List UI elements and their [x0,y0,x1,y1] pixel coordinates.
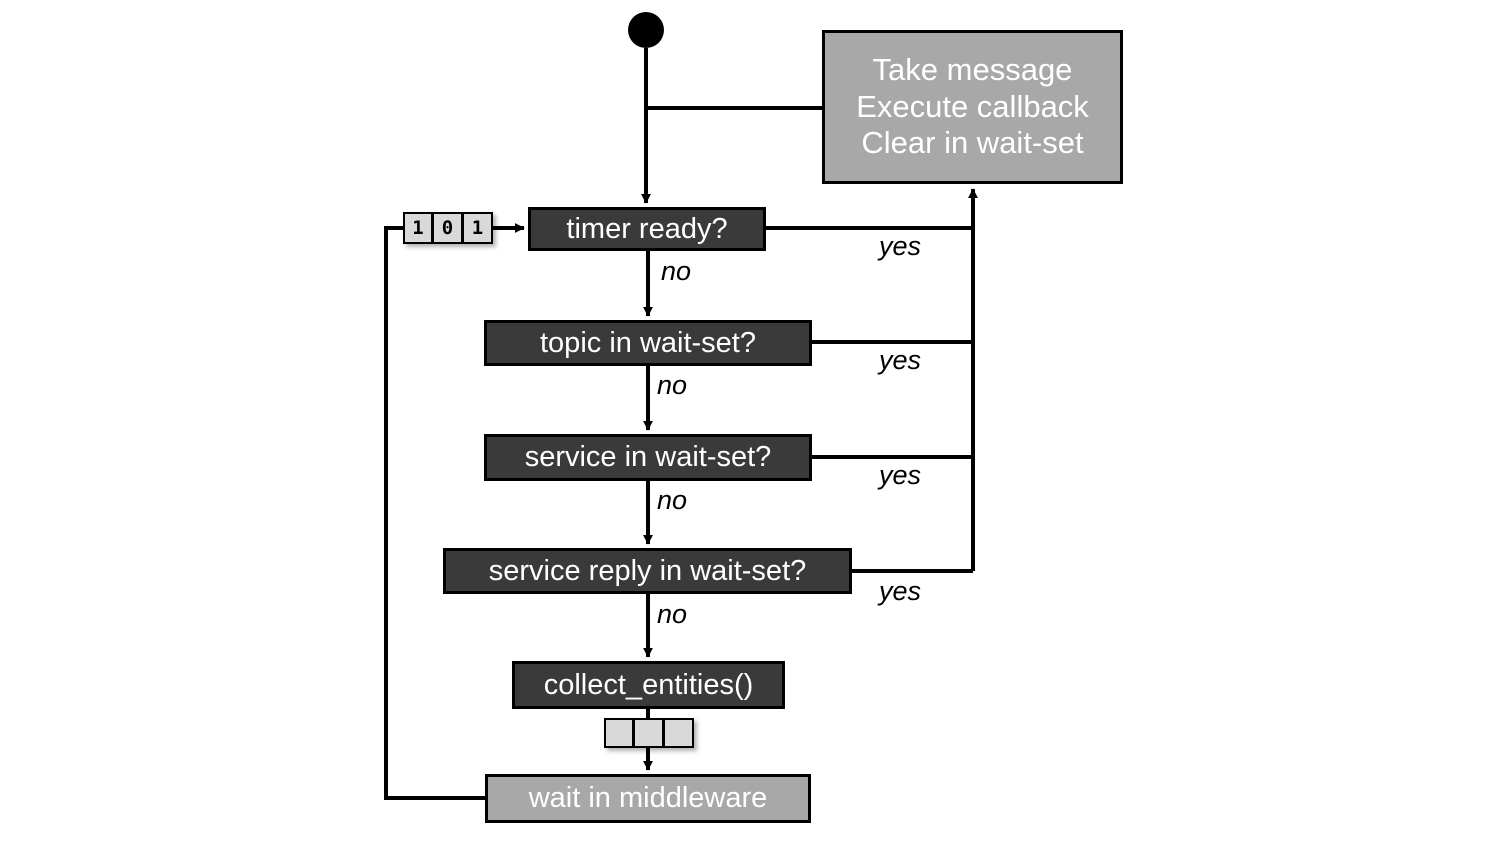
node-wait-in-middleware[interactable]: wait in middleware [485,774,811,823]
node-collect-entities[interactable]: collect_entities() [512,661,785,709]
node-topic-in-wait-set[interactable]: topic in wait-set? [484,320,812,366]
node-topic-in-wait-set-label: topic in wait-set? [540,326,756,359]
edge-label-timer-no: no [661,256,692,286]
waitset-filled-cell-0[interactable]: 1 [403,212,433,244]
edge-label-service-no: no [657,485,688,515]
waitset-empty-cell-0[interactable] [604,718,634,748]
node-wait-in-middleware-label: wait in middleware [528,782,768,815]
node-collect-entities-label: collect_entities() [543,668,754,701]
take-message-line-2: Execute callback [856,88,1089,124]
edge-label-service-yes: yes [879,460,922,490]
waitset-empty-cell-2[interactable] [664,718,694,748]
take-message-line-1: Take message [872,52,1073,88]
node-service-in-wait-set-label: service in wait-set? [524,441,772,474]
wire-feedback-loop [384,226,485,800]
edge-label-topic-yes: yes [879,345,922,375]
waitset-empty[interactable] [604,718,694,748]
waitset-filled-cell-1[interactable]: 0 [433,212,463,244]
edge-label-reply-no: no [657,599,688,629]
waitset-empty-cell-1[interactable] [634,718,664,748]
waitset-filled-cell-2[interactable]: 1 [463,212,493,244]
waitset-filled[interactable]: 1 0 1 [403,212,493,244]
edge-label-topic-no: no [657,370,688,400]
node-timer-ready[interactable]: timer ready? [528,207,766,251]
node-service-in-wait-set[interactable]: service in wait-set? [484,434,812,481]
node-take-message[interactable]: Take message Execute callback Clear in w… [822,30,1123,184]
take-message-line-3: Clear in wait-set [861,125,1084,161]
node-service-reply-in-wait-set[interactable]: service reply in wait-set? [443,548,852,594]
node-service-reply-in-wait-set-label: service reply in wait-set? [488,554,807,587]
edge-label-reply-yes: yes [879,576,922,606]
node-timer-ready-label: timer ready? [566,212,728,245]
edge-label-timer-yes: yes [879,231,922,261]
start-node [628,12,664,48]
